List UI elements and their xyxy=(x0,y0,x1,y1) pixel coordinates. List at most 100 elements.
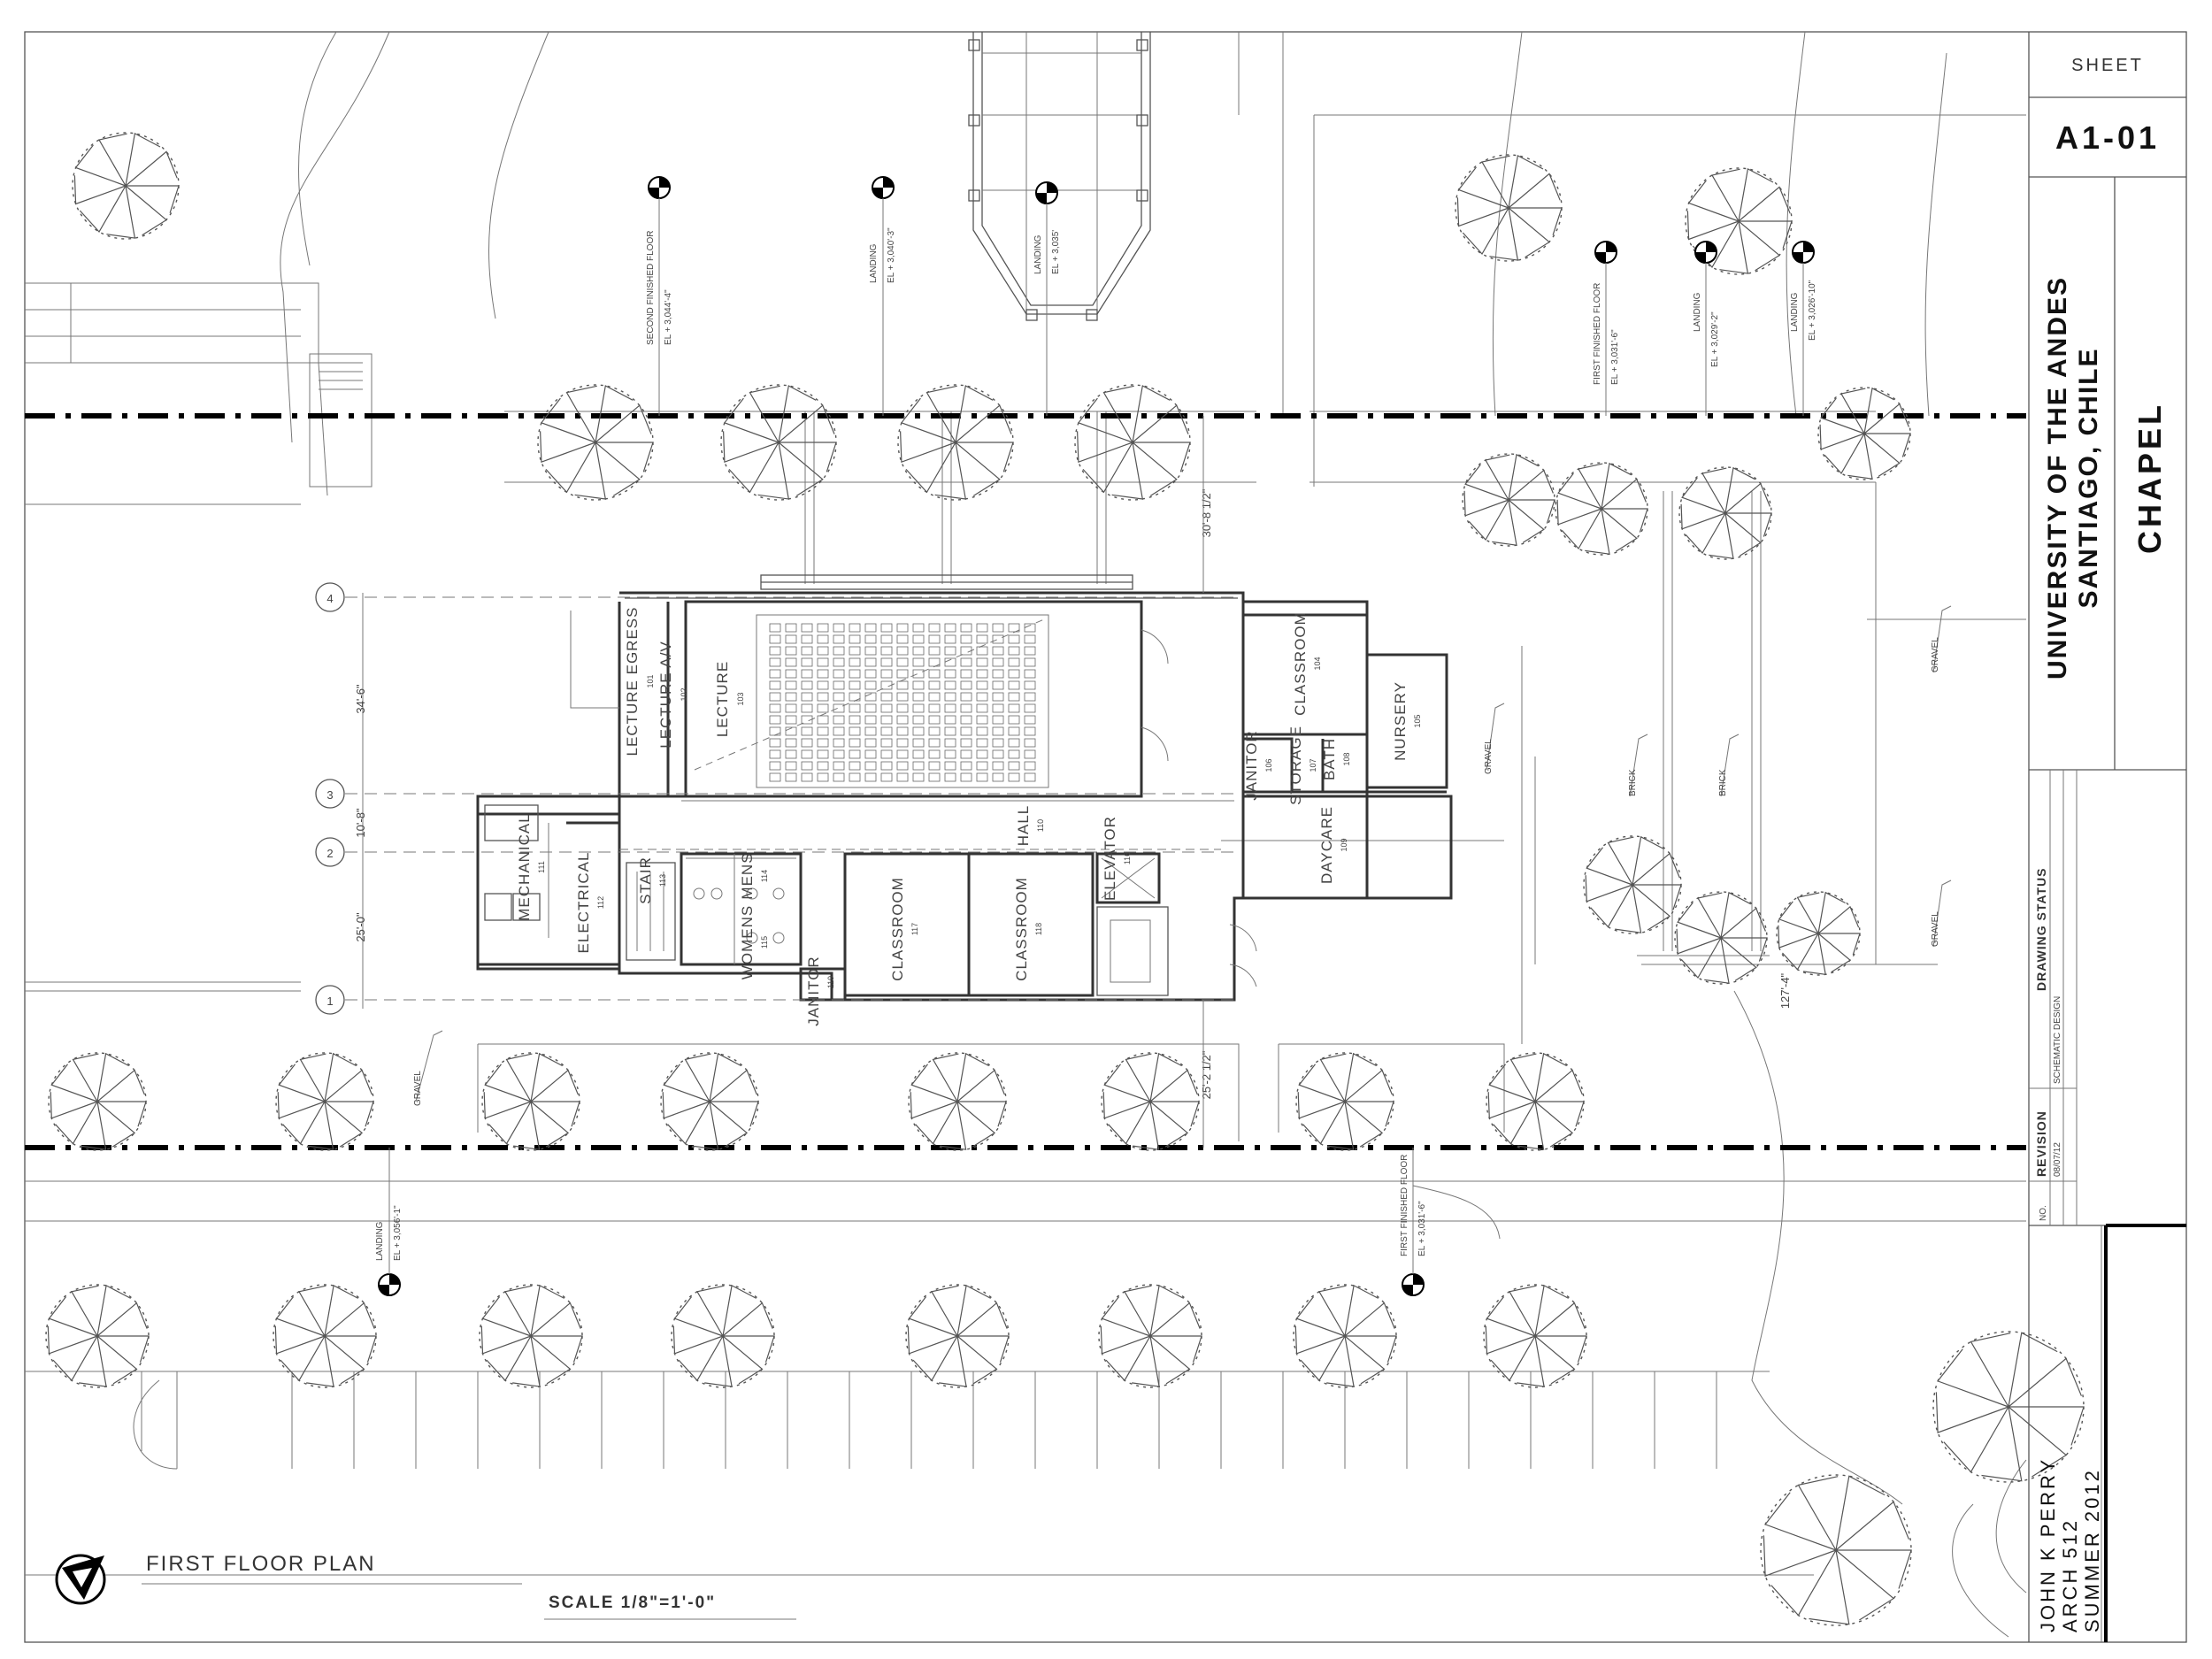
room-janitor-e: JANITOR xyxy=(1243,730,1260,800)
gravel-label-3: GRAVEL xyxy=(1931,637,1940,672)
gravel-label-4: GRAVEL xyxy=(1931,911,1940,947)
elev-3-value: EL + 3,035' xyxy=(1051,230,1061,274)
tag-lecture-av: 102 xyxy=(680,687,688,701)
tree-symbol xyxy=(1295,1052,1394,1151)
tree-symbol xyxy=(1932,1331,2085,1483)
elev-2-name: LANDING xyxy=(869,243,879,283)
grid-label-4: 4 xyxy=(326,592,333,605)
room-lecture-av: LECTURE A/V xyxy=(657,641,674,749)
revision-date: 08/07/12 xyxy=(2053,1142,2062,1177)
material-callouts: GRAVEL GRAVEL GRAVEL GRAVEL BRICK BRICK xyxy=(413,605,1952,1106)
elev-8-name: FIRST FINISHED FLOOR xyxy=(1400,1155,1409,1256)
tree-symbol xyxy=(1293,1284,1397,1388)
trees xyxy=(45,132,2085,1626)
room-classroom-2: CLASSROOM xyxy=(1013,877,1030,981)
room-nursery: NURSERY xyxy=(1392,681,1409,761)
elev-8-value: EL + 3,031'-6" xyxy=(1417,1201,1427,1256)
room-electrical: ELECTRICAL xyxy=(575,852,592,954)
dim-2-1: 25'-0" xyxy=(354,912,367,942)
tree-symbol xyxy=(671,1284,775,1388)
tag-hall: 110 xyxy=(1036,819,1045,832)
tree-symbol xyxy=(720,384,837,501)
room-classroom-ne: CLASSROOM xyxy=(1292,611,1309,716)
room-mechanical: MECHANICAL xyxy=(516,813,533,920)
lecture-seating xyxy=(769,623,1036,782)
tag-classroom-1: 117 xyxy=(910,923,919,935)
tag-classroom-ne: 104 xyxy=(1313,657,1322,670)
elev-7-name: LANDING xyxy=(375,1221,385,1261)
term-name: SUMMER 2012 xyxy=(2081,1468,2103,1632)
tag-mechanical: 111 xyxy=(537,861,546,873)
elevation-marker-6: LANDING EL + 3,026'-10" xyxy=(1790,241,1817,416)
tag-storage: 107 xyxy=(1309,758,1317,772)
elevation-marker-8: FIRST FINISHED FLOOR EL + 3,031'-6" xyxy=(1400,1148,1501,1296)
tag-lecture-egress: 101 xyxy=(646,674,655,687)
dim-south: 25'-2 1/2" xyxy=(1200,1050,1213,1099)
room-lecture: LECTURE xyxy=(714,661,731,737)
tree-symbol xyxy=(897,384,1014,501)
tree-symbol xyxy=(479,1284,583,1388)
elevation-marker-3: LANDING EL + 3,035' xyxy=(1033,181,1061,416)
tree-symbol xyxy=(273,1284,377,1388)
tree-symbol xyxy=(1678,466,1772,560)
brick-label-2: BRICK xyxy=(1718,769,1728,796)
title-block: SHEET A1-01 UNIVERSITY OF THE ANDES SANT… xyxy=(2029,56,2186,1642)
tree-symbol xyxy=(537,384,654,501)
elev-6-value: EL + 3,026'-10" xyxy=(1808,280,1817,341)
tree-symbol xyxy=(1674,891,1768,985)
tree-symbol xyxy=(275,1052,374,1151)
brick-label-1: BRICK xyxy=(1628,769,1638,796)
elev-5-value: EL + 3,029'-2" xyxy=(1710,311,1720,367)
sheet-number: A1-01 xyxy=(2055,119,2160,156)
grid-label-3: 3 xyxy=(326,788,333,802)
project-name: CHAPEL xyxy=(2131,402,2168,554)
grid-bubble-4: 4 xyxy=(315,582,345,612)
grid-lines xyxy=(345,593,1239,1009)
tree-symbol xyxy=(1101,1052,1200,1151)
tree-symbol xyxy=(481,1052,580,1151)
room-hall: HALL xyxy=(1015,805,1032,847)
room-classroom-1: CLASSROOM xyxy=(889,877,906,981)
pergola xyxy=(968,32,1151,321)
room-womens: WOMENS xyxy=(739,905,756,979)
dim-4-3: 34'-6" xyxy=(354,684,367,714)
elevation-marker-4: FIRST FINISHED FLOOR EL + 3,031'-6" xyxy=(1593,241,1620,416)
gravel-label-1: GRAVEL xyxy=(413,1071,423,1106)
drawing-scale: SCALE 1/8"=1'-0" xyxy=(549,1594,716,1612)
drawing-status-label: DRAWING STATUS xyxy=(2034,868,2048,991)
tag-stair: 113 xyxy=(658,874,667,887)
elev-5-name: LANDING xyxy=(1693,292,1702,332)
course-name: ARCH 512 xyxy=(2059,1518,2081,1632)
room-janitor-s: JANITOR xyxy=(805,956,822,1025)
tree-symbol xyxy=(72,132,180,240)
tree-symbol xyxy=(1685,167,1793,275)
elevation-markers: SECOND FINISHED FLOOR EL + 3,044'-4" LAN… xyxy=(375,176,1817,1296)
grid-label-2: 2 xyxy=(326,847,333,860)
elevation-marker-2: LANDING EL + 3,040'-3" xyxy=(869,176,896,416)
sheet-label: SHEET xyxy=(2071,56,2144,75)
tag-lecture: 103 xyxy=(736,692,745,705)
room-lecture-egress: LECTURE EGRESS xyxy=(624,607,641,757)
grid-bubble-1: 1 xyxy=(315,985,345,1015)
sheet-border xyxy=(24,31,2187,1643)
tree-symbol xyxy=(1486,1052,1585,1151)
tree-symbol xyxy=(1583,835,1682,934)
tag-mens: 114 xyxy=(760,870,769,882)
tag-nursery: 105 xyxy=(1413,714,1422,727)
elev-3-name: LANDING xyxy=(1033,234,1043,274)
elev-7-value: EL + 3,056'-1" xyxy=(393,1205,403,1261)
university-name: UNIVERSITY OF THE ANDES xyxy=(2043,276,2072,680)
dim-north: 30'-8 1/2" xyxy=(1200,488,1213,537)
elev-1-value: EL + 3,044'-4" xyxy=(664,289,673,345)
room-mens: MENS xyxy=(739,852,756,899)
tag-electrical: 112 xyxy=(596,896,605,909)
tree-symbol xyxy=(1776,891,1861,976)
room-elevator: ELEVATOR xyxy=(1102,816,1118,901)
tag-daycare: 109 xyxy=(1340,838,1348,851)
elevation-marker-5: LANDING EL + 3,029'-2" xyxy=(1693,241,1720,416)
elevation-marker-1: SECOND FINISHED FLOOR EL + 3,044'-4" xyxy=(646,176,673,416)
dim-3-2: 10'-8" xyxy=(354,808,367,838)
tree-symbol xyxy=(48,1052,147,1151)
elev-2-value: EL + 3,040'-3" xyxy=(887,227,896,283)
